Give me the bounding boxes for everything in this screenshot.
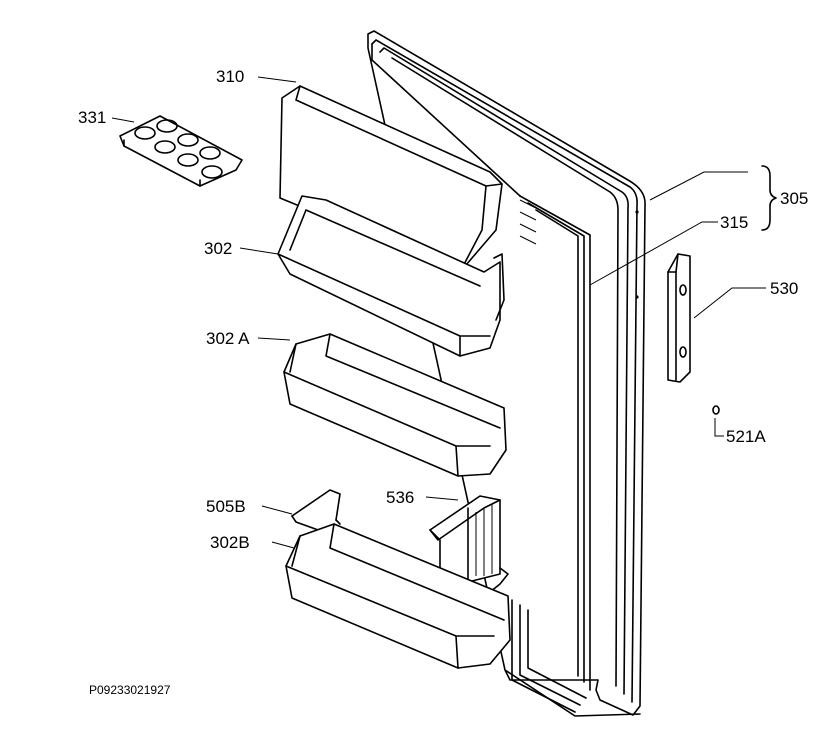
label-302b: 302B [210, 533, 250, 552]
label-302: 302 [204, 239, 233, 258]
bottom-bin [285, 523, 511, 669]
hinge-bracket [667, 253, 691, 383]
label-315: 315 [720, 213, 749, 232]
label-310: 310 [216, 67, 245, 86]
drawing-code: P09233021927 [89, 683, 171, 697]
label-331: 331 [78, 108, 107, 127]
leader-lines [111, 76, 777, 549]
wire-guard [291, 489, 509, 593]
label-530: 530 [770, 279, 799, 298]
label-305: 305 [780, 189, 809, 208]
label-521a: 521A [726, 427, 766, 446]
bottle-retainer [429, 495, 501, 583]
label-536: 536 [386, 488, 415, 507]
label-505b: 505B [206, 497, 246, 516]
screw [712, 405, 720, 415]
egg-tray [119, 115, 243, 187]
upper-bin [277, 195, 505, 357]
middle-bin [283, 333, 507, 477]
label-302a: 302 A [206, 329, 250, 348]
